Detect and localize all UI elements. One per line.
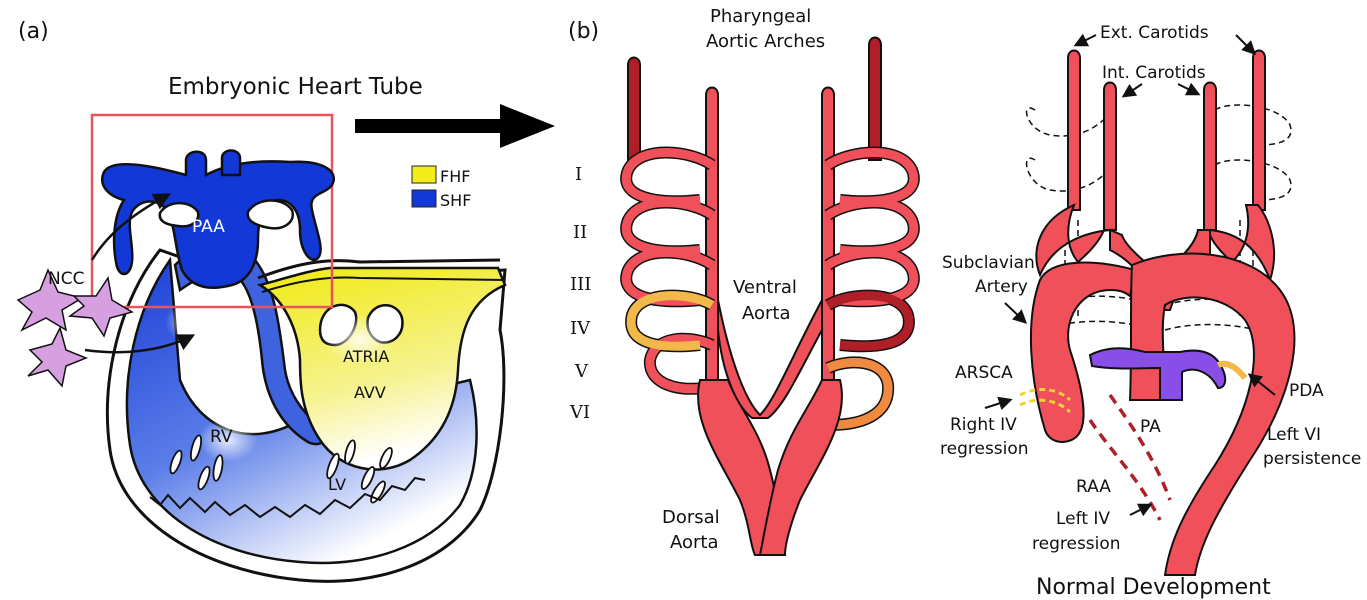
normal-development-title: Normal Development	[1036, 575, 1271, 600]
panel-b: (b) Pharyngeal Aortic Arches I II III IV…	[568, 6, 1361, 600]
dorsal-aorta-line2: Aorta	[670, 532, 719, 553]
arch-numeral-v: V	[574, 361, 589, 382]
label-right-iv-line2: regression	[940, 439, 1029, 459]
panel-a-title: Embryonic Heart Tube	[168, 74, 423, 100]
arch-numeral-i: I	[575, 164, 582, 185]
legend: FHF SHF	[412, 166, 471, 210]
arches-title-line2: Aortic Arches	[706, 31, 825, 52]
ventral-aorta-line1: Ventral	[733, 277, 797, 298]
label-atria: ATRIA	[343, 347, 389, 366]
arch-numeral-vi: VI	[569, 402, 590, 423]
legend-swatch-shf	[412, 190, 436, 207]
panel-a: (a) Embryonic Heart Tube FHF SHF	[18, 19, 555, 581]
label-left-vi-line2: persistence	[1263, 449, 1361, 469]
label-avv: AVV	[354, 383, 386, 402]
label-arsca: ARSCA	[955, 363, 1013, 383]
label-subclavian-line2: Artery	[975, 277, 1028, 297]
heart-tube	[107, 247, 505, 581]
label-right-iv-line1: Right IV	[950, 415, 1017, 435]
label-pa: PA	[1140, 417, 1161, 437]
legend-swatch-fhf	[412, 166, 436, 183]
legend-label-shf: SHF	[440, 191, 471, 210]
big-arrow-icon	[355, 104, 555, 148]
label-left-vi-line1: Left VI	[1267, 425, 1321, 445]
label-ext-carotids: Ext. Carotids	[1100, 23, 1209, 43]
arches-title-line1: Pharyngeal	[710, 6, 811, 27]
label-raa: RAA	[1076, 477, 1111, 497]
label-pda: PDA	[1289, 381, 1324, 401]
arch-numeral-ii: II	[573, 222, 587, 243]
label-left-iv-line1: Left IV	[1056, 509, 1110, 529]
ventral-aorta-line2: Aorta	[742, 303, 791, 324]
legend-label-fhf: FHF	[440, 167, 470, 186]
label-oft: OFT	[176, 315, 210, 335]
label-ncc: NCC	[48, 269, 84, 289]
dorsal-aorta-line1: Dorsal	[662, 507, 720, 528]
raa-regression-line-2	[1110, 395, 1170, 500]
label-paa: PAA	[192, 217, 225, 237]
label-rv: RV	[210, 427, 233, 447]
arch-numeral-iii: III	[570, 274, 591, 295]
label-subclavian-line1: Subclavian	[942, 253, 1035, 273]
label-lv: LV	[328, 475, 346, 494]
label-left-iv-line2: regression	[1032, 534, 1121, 554]
label-int-carotids: Int. Carotids	[1102, 63, 1206, 83]
normal-development-vessels	[1027, 51, 1295, 576]
arch-numeral-iv: IV	[570, 318, 591, 339]
panel-b-label: (b)	[568, 19, 599, 44]
panel-a-label: (a)	[18, 19, 49, 44]
